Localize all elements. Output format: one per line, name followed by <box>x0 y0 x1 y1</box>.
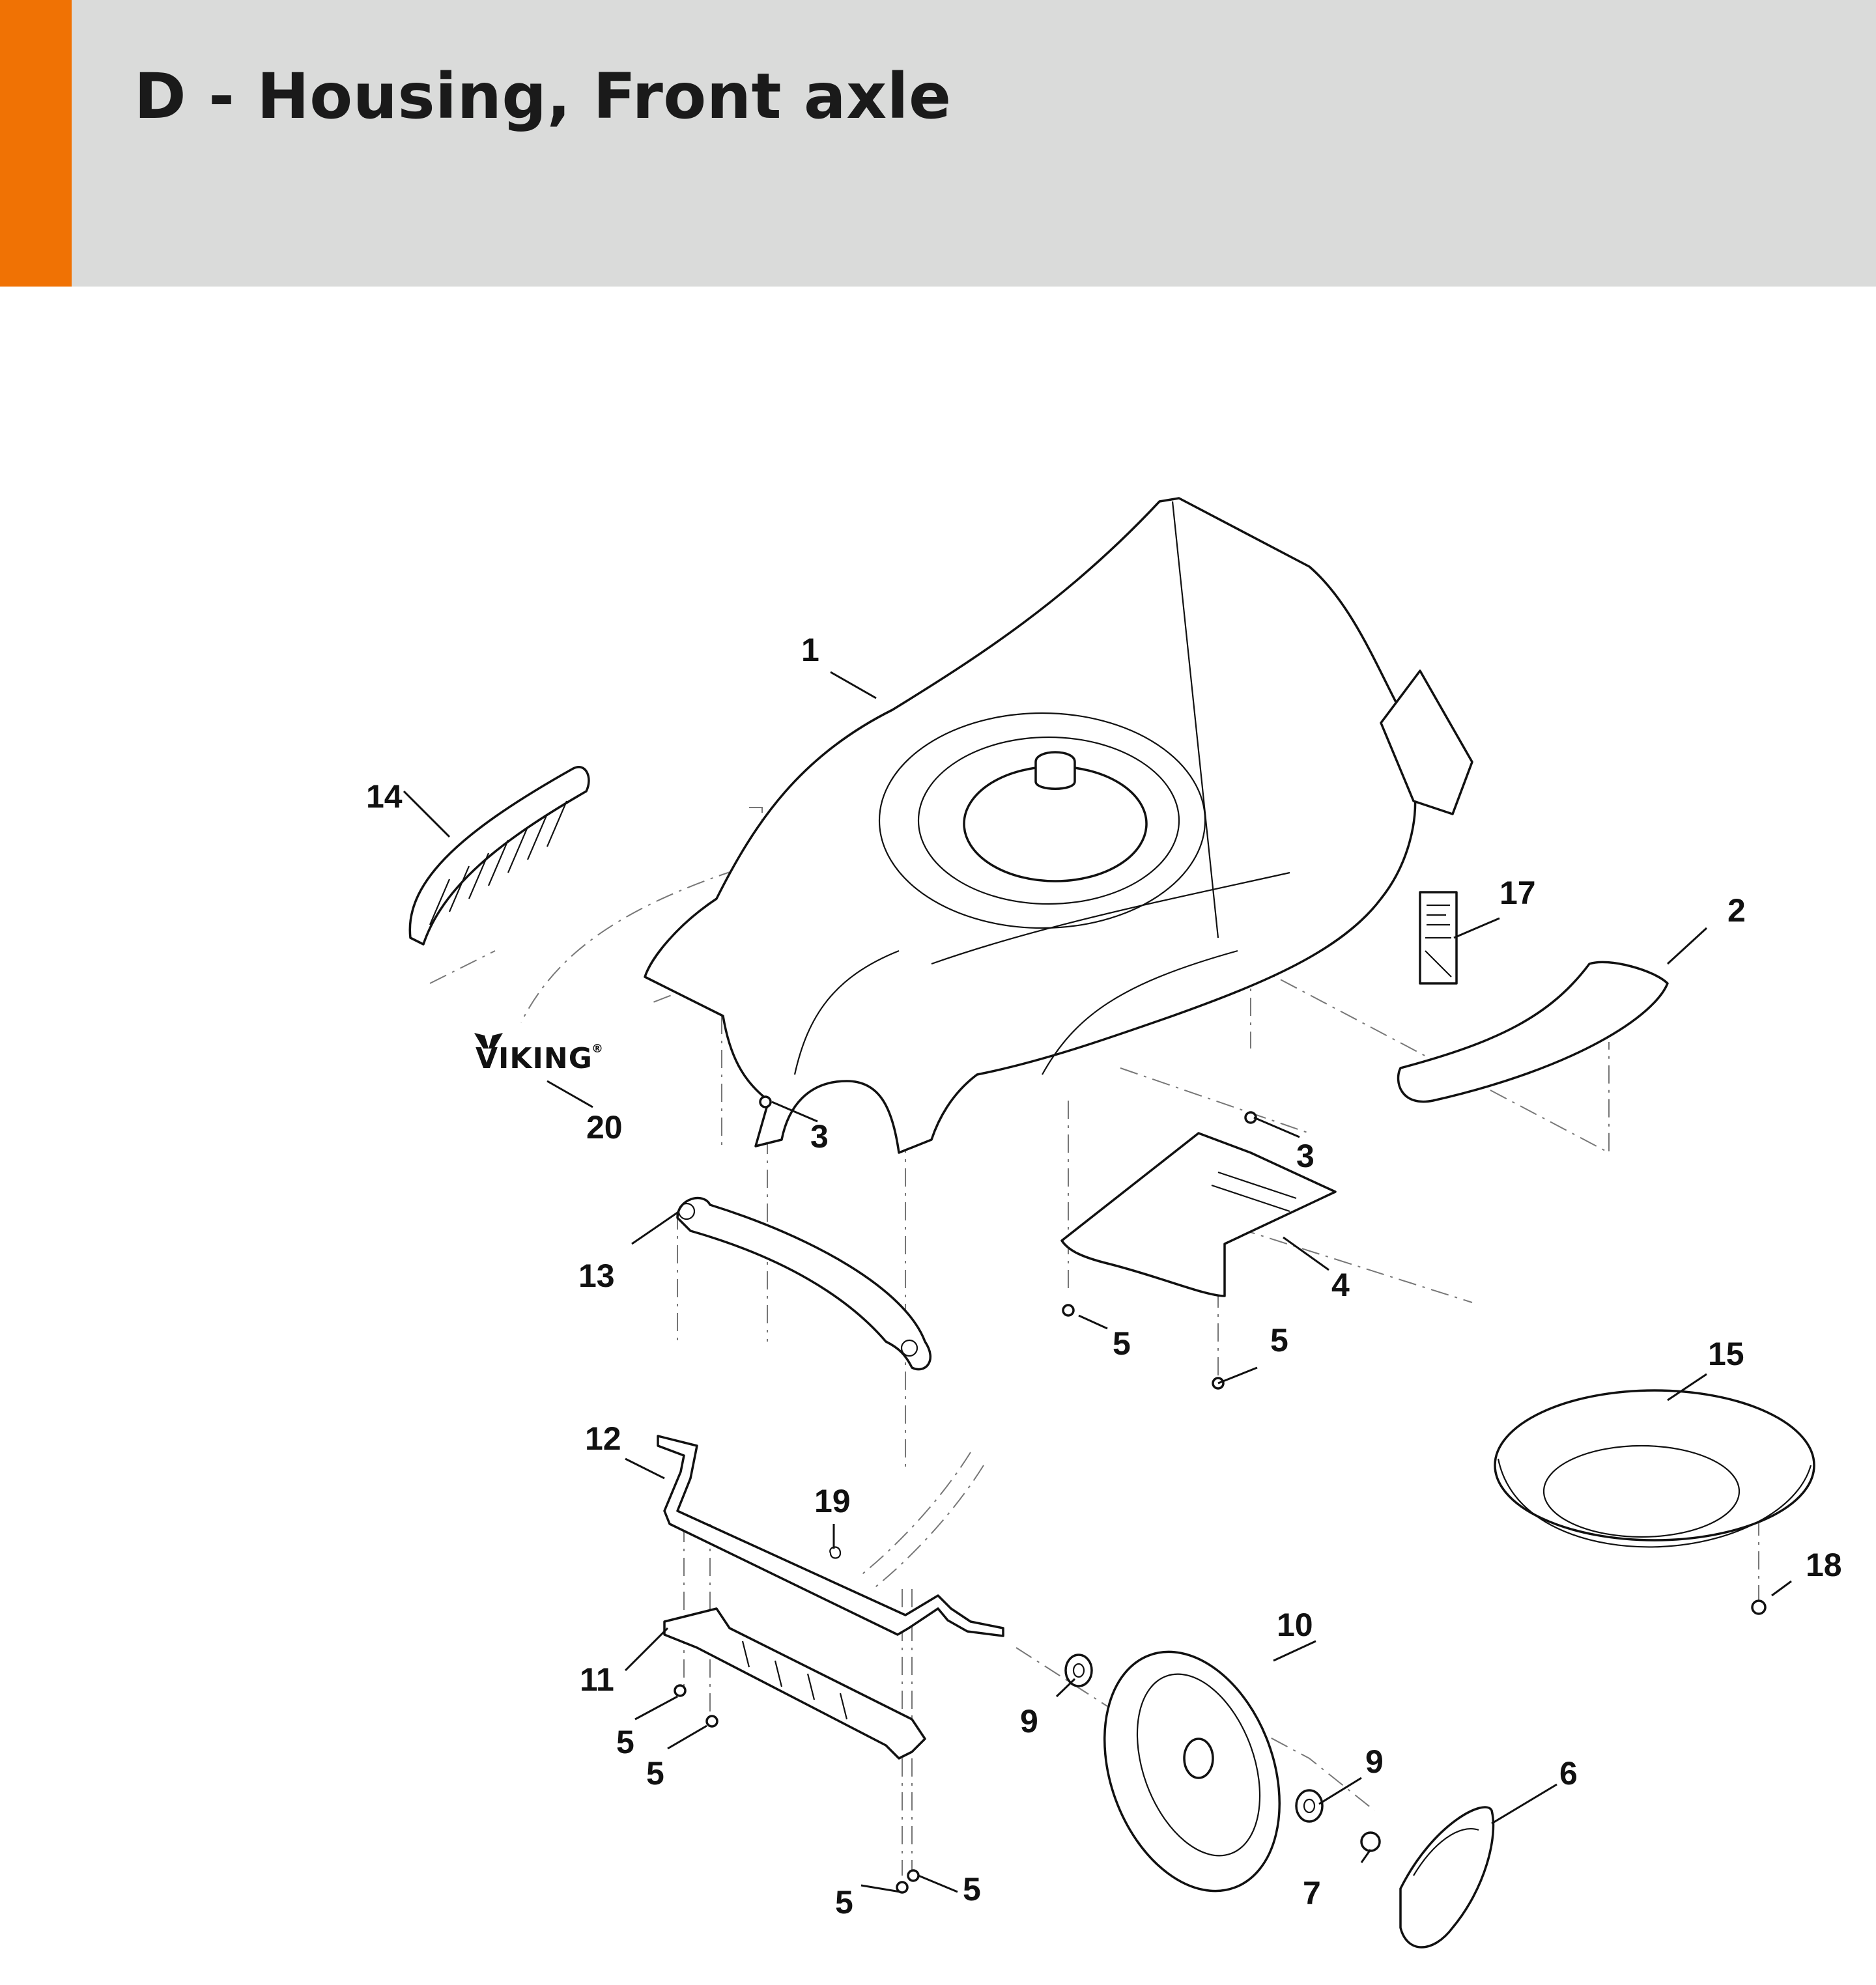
hub-cap-part <box>1399 1806 1495 1949</box>
page-title: D - Housing, Front axle <box>134 60 952 133</box>
callout-13: 13 <box>578 1258 615 1294</box>
deflector-plate-part <box>1060 1132 1337 1297</box>
clip-part <box>829 1546 842 1559</box>
nut-part <box>1360 1831 1381 1852</box>
logo-badge-part: VIKING ® <box>474 1033 604 1075</box>
side-trim-part <box>1397 961 1669 1103</box>
bumper-part <box>676 1197 932 1371</box>
axle-bracket-part <box>663 1607 926 1760</box>
callout-9-left: 9 <box>1020 1703 1038 1739</box>
callout-7: 7 <box>1303 1875 1321 1911</box>
callout-19: 19 <box>814 1483 851 1519</box>
callout-1: 1 <box>801 632 819 668</box>
callout-labels: 1 9 2 3 3 4 5 5 5 5 5 5 6 7 9 9 10 11 12… <box>366 632 1842 1921</box>
trademark-symbol: ® <box>591 1042 604 1056</box>
page-header: D - Housing, Front axle <box>0 0 1876 287</box>
wheel-part <box>1103 1650 1281 1893</box>
front-axle-part <box>657 1435 1004 1637</box>
callout-5-bracket-upper: 5 <box>616 1724 634 1760</box>
callout-11: 11 <box>580 1661 614 1698</box>
screws <box>674 1095 1767 1894</box>
callout-5-bottom-right: 5 <box>963 1871 981 1908</box>
callout-5-deflector-left: 5 <box>1113 1325 1131 1362</box>
callout-3-right: 3 <box>1296 1138 1315 1174</box>
callout-5-bottom-left: 5 <box>835 1884 853 1921</box>
callout-20: 20 <box>586 1109 623 1146</box>
callout-14: 14 <box>366 778 403 815</box>
callout-3-left: 3 <box>810 1118 829 1155</box>
callout-17: 17 <box>1499 875 1536 911</box>
callout-6: 6 <box>1559 1755 1578 1792</box>
callout-9-right: 9 <box>1365 1743 1384 1780</box>
callout-5-bracket-lower: 5 <box>646 1755 664 1792</box>
wheel-cover-plate-part <box>1494 1389 1815 1548</box>
callout-4: 4 <box>1331 1267 1350 1303</box>
callout-10: 10 <box>1277 1607 1313 1643</box>
viking-horns-icon <box>474 1033 503 1049</box>
leader-lines <box>403 671 1792 1893</box>
callout-18: 18 <box>1806 1547 1842 1583</box>
callout-5-deflector-right: 5 <box>1270 1322 1288 1359</box>
bearing-part <box>1064 1654 1324 1823</box>
label-part <box>1419 891 1458 985</box>
callout-12: 12 <box>585 1420 621 1457</box>
front-grille-part <box>408 766 590 946</box>
logo-badge-text: VIKING <box>476 1042 593 1075</box>
housing-part <box>644 497 1473 1154</box>
orange-accent-bar <box>0 0 72 287</box>
callout-15: 15 <box>1708 1336 1744 1372</box>
callout-2-label: 2 <box>1727 892 1746 929</box>
